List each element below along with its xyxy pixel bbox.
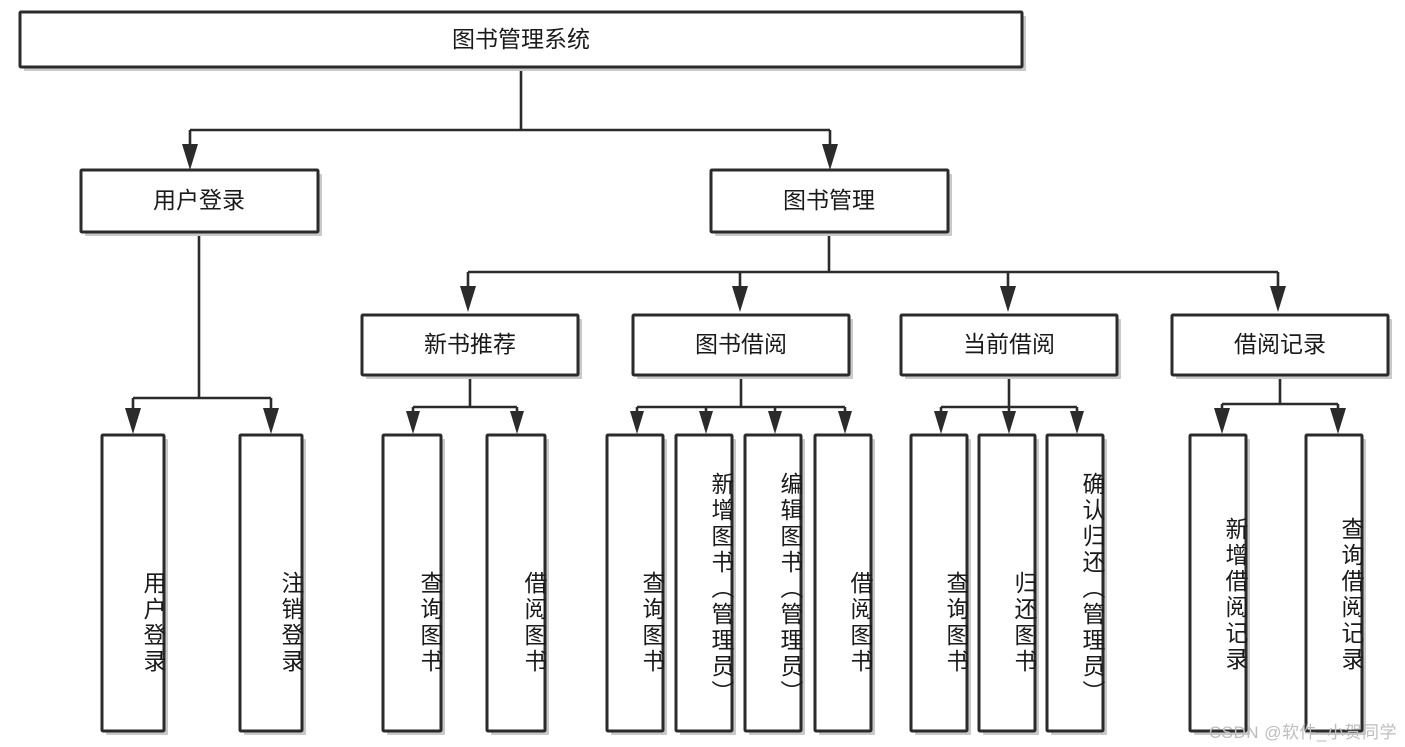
arrow-br-l2	[1330, 408, 1346, 434]
node-new-book-recommend[interactable]: 新书推荐	[360, 313, 582, 379]
node-current-borrow-label: 当前借阅	[963, 331, 1055, 357]
node-user-login[interactable]: 用户登录	[79, 168, 322, 236]
arrow-bm-to-current-borrow	[1000, 286, 1016, 312]
arrow-user-login-l1	[125, 408, 141, 434]
node-book-management[interactable]: 图书管理	[709, 168, 952, 236]
node-leaf-borrow-book-1[interactable]	[485, 433, 549, 735]
node-leaf-logout[interactable]	[238, 433, 306, 735]
arrow-bm-to-borrow-record	[1270, 286, 1286, 312]
arrow-bb-l2	[699, 411, 713, 434]
node-current-borrow[interactable]: 当前借阅	[899, 313, 1121, 379]
node-book-management-label: 图书管理	[783, 187, 875, 213]
node-leaf-query-book-3[interactable]	[909, 433, 971, 735]
node-leaf-add-record[interactable]	[1188, 433, 1250, 735]
arrow-bm-to-new-book-recommend	[460, 286, 476, 312]
connector-layer	[125, 67, 1346, 434]
arrow-bb-l4	[838, 411, 852, 434]
arrow-bm-to-book-borrow	[732, 286, 748, 312]
node-leaf-edit-book[interactable]	[743, 433, 805, 735]
node-user-login-label: 用户登录	[153, 187, 245, 213]
arrow-bb-l3	[768, 411, 782, 434]
arrow-user-login-l2	[263, 408, 279, 434]
node-book-borrow-label: 图书借阅	[695, 331, 787, 357]
arrow-br-l1	[1214, 408, 1230, 434]
arrow-nbr-l1	[406, 411, 420, 434]
node-leaf-return-book[interactable]	[977, 433, 1039, 735]
arrow-bb-l1	[630, 411, 644, 434]
arrow-cb-l3	[1070, 411, 1084, 434]
node-root[interactable]: 图书管理系统	[18, 10, 1026, 71]
node-book-borrow[interactable]: 图书借阅	[631, 313, 853, 379]
node-borrow-record-label: 借阅记录	[1234, 331, 1326, 357]
arrow-root-to-book-management	[822, 144, 838, 170]
node-borrow-record[interactable]: 借阅记录	[1170, 313, 1392, 379]
node-leaf-query-record[interactable]	[1304, 433, 1366, 735]
node-leaf-user-login[interactable]	[100, 433, 168, 735]
node-leaf-query-book-1[interactable]	[381, 433, 445, 735]
arrow-nbr-l2	[510, 411, 524, 434]
node-leaf-query-book-2[interactable]	[605, 433, 667, 735]
node-leaf-borrow-book-2[interactable]	[813, 433, 875, 735]
arrow-cb-l1	[934, 411, 948, 434]
node-new-book-recommend-label: 新书推荐	[424, 331, 516, 357]
node-leaf-confirm-return[interactable]	[1045, 433, 1107, 735]
node-root-label: 图书管理系统	[452, 26, 590, 52]
node-leaf-add-book[interactable]	[674, 433, 736, 735]
arrow-cb-l2	[1002, 411, 1016, 434]
arrow-root-to-user-login	[182, 144, 198, 170]
csdn-watermark: CSDN @软件_小贺同学	[1208, 723, 1397, 742]
